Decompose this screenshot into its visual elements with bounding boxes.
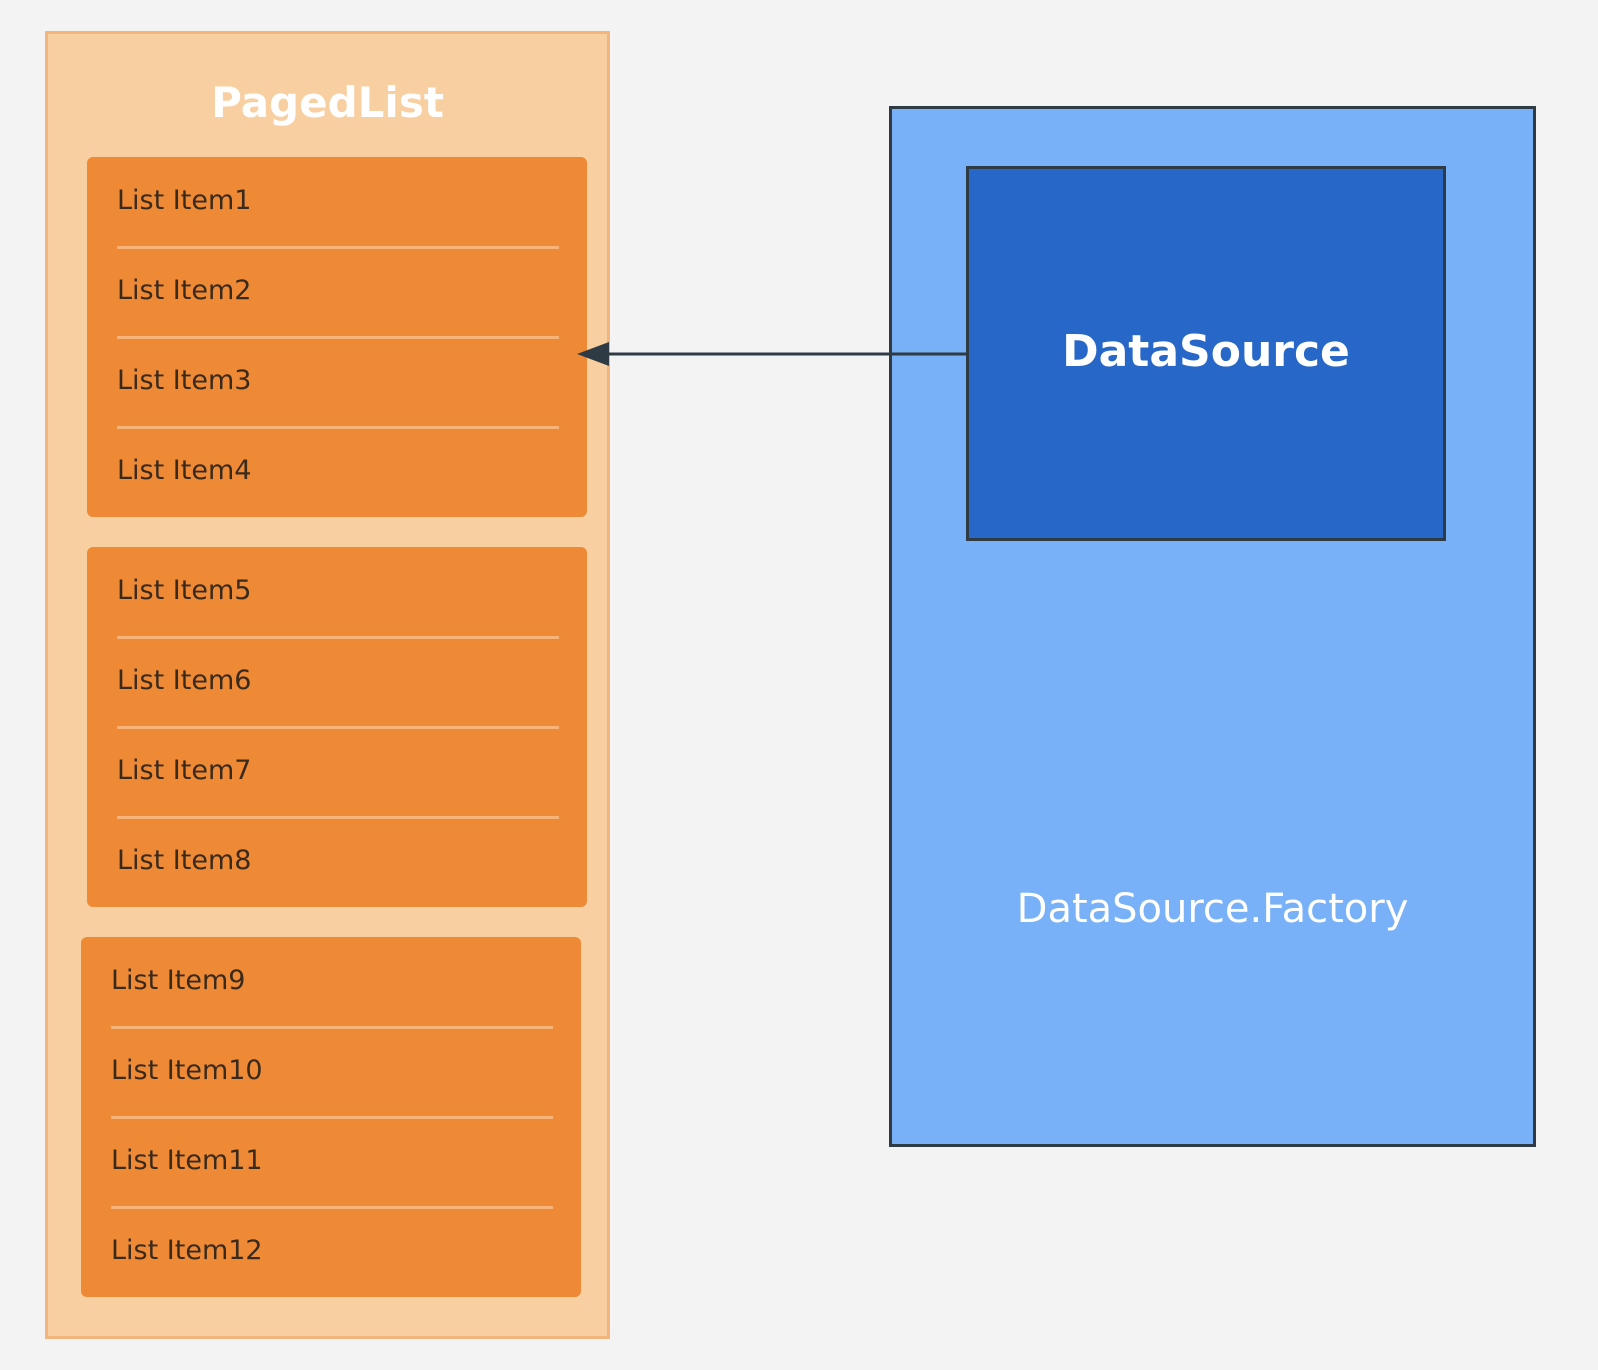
list-item: List Item3 (117, 365, 252, 396)
list-divider (117, 636, 559, 639)
datasource-box: DataSource (966, 166, 1446, 541)
list-divider (117, 726, 559, 729)
datasource-label: DataSource (1062, 326, 1350, 377)
paged-list-container: PagedList List Item1 List Item2 List Ite… (45, 31, 610, 1339)
list-item: List Item5 (117, 575, 252, 606)
list-item: List Item11 (111, 1145, 263, 1176)
datasource-factory-label: DataSource.Factory (1016, 886, 1409, 932)
list-item: List Item9 (111, 965, 246, 996)
list-item: List Item10 (111, 1055, 263, 1086)
list-item: List Item2 (117, 275, 252, 306)
list-group-3: List Item9 List Item10 List Item11 List … (81, 937, 581, 1297)
list-group-1: List Item1 List Item2 List Item3 List It… (87, 157, 587, 517)
list-group-2: List Item5 List Item6 List Item7 List It… (87, 547, 587, 907)
list-item: List Item6 (117, 665, 252, 696)
list-item: List Item1 (117, 185, 252, 216)
list-divider (117, 336, 559, 339)
paged-list-title: PagedList (211, 78, 444, 127)
list-divider (111, 1206, 553, 1209)
list-divider (111, 1026, 553, 1029)
list-divider (117, 426, 559, 429)
list-item: List Item4 (117, 455, 252, 486)
list-divider (111, 1116, 553, 1119)
list-divider (117, 816, 559, 819)
list-divider (117, 246, 559, 249)
list-item: List Item8 (117, 845, 252, 876)
list-item: List Item7 (117, 755, 252, 786)
list-item: List Item12 (111, 1235, 263, 1266)
